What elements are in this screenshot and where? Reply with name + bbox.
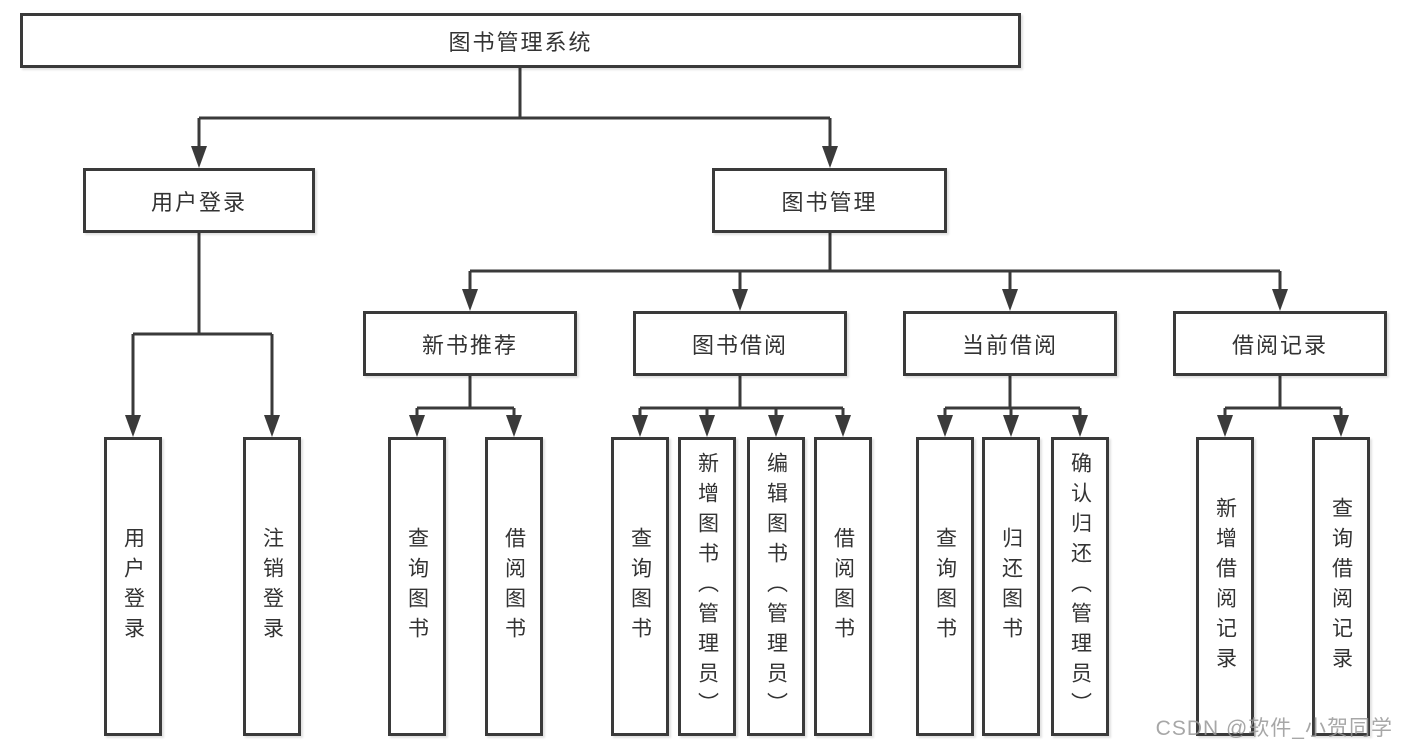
leaf-node-label: 查询图书	[933, 526, 957, 647]
connector-current-borrowing-to-leaves	[943, 376, 1082, 417]
leaf-node-label: 确认归还（管理员）	[1068, 451, 1092, 722]
arrowheads	[125, 146, 1349, 437]
leaf-node-label: 归还图书	[999, 526, 1023, 647]
branch-node-label: 用户登录	[150, 189, 247, 215]
leaf-node-query-books-current: 查询图书	[916, 437, 974, 736]
leaf-node-label: 查询借阅记录	[1329, 496, 1353, 677]
category-node-book-borrowing: 图书借阅	[633, 311, 847, 376]
branch-node-user-login: 用户登录	[83, 168, 315, 233]
leaf-node-label: 新增借阅记录	[1213, 496, 1237, 677]
branch-node-book-management: 图书管理	[712, 168, 947, 233]
leaf-node-add-borrow-record: 新增借阅记录	[1196, 437, 1254, 736]
leaf-node-add-books-admin: 新增图书（管理员）	[678, 437, 736, 736]
leaf-node-edit-books-admin: 编辑图书（管理员）	[747, 437, 805, 736]
connector-borrowing-records-to-leaves	[1223, 376, 1343, 417]
category-node-label: 借阅记录	[1231, 332, 1328, 358]
leaf-node-query-books-borrowing: 查询图书	[611, 437, 669, 736]
connector-book-management-to-level3	[468, 233, 1282, 292]
connector-new-book-recommendation-to-leaves	[415, 376, 516, 417]
leaf-node-borrow-books: 借阅图书	[814, 437, 872, 736]
leaf-node-logout: 注销登录	[243, 437, 301, 736]
category-node-label: 当前借阅	[961, 332, 1058, 358]
leaf-node-query-borrow-record: 查询借阅记录	[1312, 437, 1370, 736]
leaf-node-label: 借阅图书	[502, 526, 526, 647]
leaf-node-label: 查询图书	[405, 526, 429, 647]
leaf-node-query-books-recommend: 查询图书	[388, 437, 446, 736]
leaf-node-label: 注销登录	[260, 526, 284, 647]
leaf-node-label: 用户登录	[121, 526, 145, 647]
category-node-label: 图书借阅	[691, 332, 788, 358]
category-node-new-book-recommendation: 新书推荐	[363, 311, 577, 376]
leaf-node-user-login: 用户登录	[104, 437, 162, 736]
leaf-node-borrow-books-recommend: 借阅图书	[485, 437, 543, 736]
category-node-label: 新书推荐	[421, 332, 518, 358]
connector-user-login-to-leaves	[131, 233, 274, 417]
category-node-current-borrowing: 当前借阅	[903, 311, 1117, 376]
leaf-node-label: 查询图书	[628, 526, 652, 647]
root-node-library-system: 图书管理系统	[20, 13, 1021, 68]
connector-book-borrowing-to-leaves	[638, 376, 845, 417]
root-node-label: 图书管理系统	[448, 29, 593, 55]
csdn-watermark: CSDN @软件_小贺同学	[1155, 717, 1393, 740]
leaf-node-label: 新增图书（管理员）	[695, 451, 719, 722]
connector-root-to-level2	[197, 68, 832, 150]
leaf-node-label: 借阅图书	[831, 526, 855, 647]
branch-node-label: 图书管理	[781, 189, 878, 215]
leaf-node-confirm-return-admin: 确认归还（管理员）	[1051, 437, 1109, 736]
category-node-borrowing-records: 借阅记录	[1173, 311, 1387, 376]
leaf-node-return-books: 归还图书	[982, 437, 1040, 736]
leaf-node-label: 编辑图书（管理员）	[764, 451, 788, 722]
